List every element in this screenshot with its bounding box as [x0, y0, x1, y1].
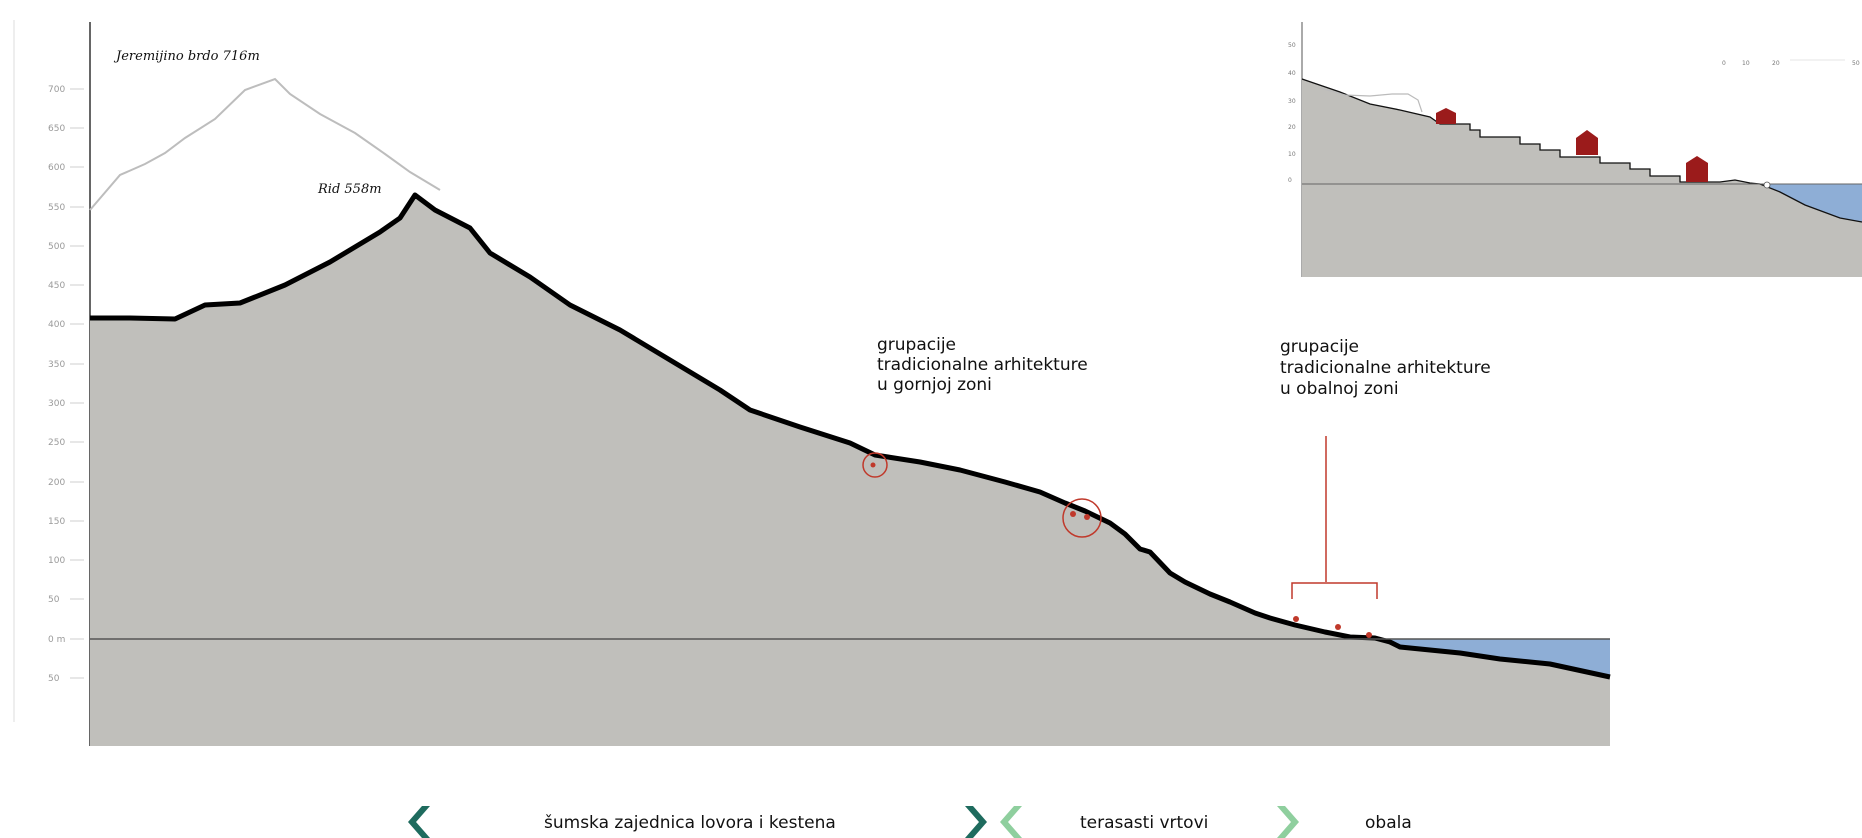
- y-tick: 250: [48, 438, 84, 448]
- y-tick-label: 550: [48, 203, 65, 213]
- settlement-dot: [1366, 632, 1372, 638]
- y-tick-label: 350: [48, 360, 65, 370]
- y-tick-label: 300: [48, 399, 65, 409]
- inset-y-tick-label: 50: [1288, 42, 1296, 49]
- coastal-zone-bracket: [1291, 436, 1378, 599]
- annotation-line: grupacije: [1280, 337, 1359, 357]
- inset-small-marker: [1763, 181, 1771, 189]
- y-tick-label: 650: [48, 124, 65, 134]
- annotation-line: tradicionalne arhitekture: [877, 355, 1088, 375]
- y-tick-label: 50: [48, 674, 60, 684]
- scale-label: 50: [1852, 60, 1860, 67]
- annotation-coastal-zone: grupacije tradicionalne arhitekture u ob…: [1280, 337, 1491, 399]
- zone-label-forest: šumska zajednica lovora i kestena: [544, 813, 836, 833]
- y-tick-label: 100: [48, 556, 65, 566]
- inset-y-tick-label: 0: [1288, 177, 1292, 184]
- annotation-line: u gornjoj zoni: [877, 375, 992, 395]
- y-tick: 350: [48, 360, 84, 370]
- y-tick: 700: [48, 85, 84, 95]
- inset-background-line: [1319, 87, 1423, 113]
- y-tick-label: 500: [48, 242, 65, 252]
- y-tick-label: 150: [48, 517, 65, 527]
- peak-label-rid: Rid 558m: [317, 182, 382, 197]
- inset-y-tick-label: 40: [1288, 70, 1296, 77]
- zone-label-coast: obala: [1365, 813, 1412, 833]
- y-tick: 0 m: [48, 635, 84, 645]
- y-tick-label: 200: [48, 478, 65, 488]
- y-tick: 500: [48, 242, 84, 252]
- inset-sea-area: [1760, 184, 1862, 222]
- settlement-dot: [870, 462, 876, 468]
- house-icon: [1686, 156, 1708, 182]
- y-tick: 300: [48, 399, 84, 409]
- y-axis-ticks: 700 650 600 550 500 450 400 350 300 250 …: [48, 85, 84, 684]
- y-tick: 650: [48, 124, 84, 134]
- y-tick: 50: [48, 595, 84, 605]
- annotation-line: tradicionalne arhitekture: [1280, 358, 1491, 378]
- y-tick: 200: [48, 478, 84, 488]
- y-tick-label: 450: [48, 281, 65, 291]
- annotation-upper-zone: grupacije tradicionalne arhitekture u go…: [877, 335, 1088, 395]
- annotation-line: u obalnoj zoni: [1280, 379, 1399, 399]
- y-tick-label: 600: [48, 163, 65, 173]
- inset-y-tick-label: 30: [1288, 98, 1296, 105]
- y-tick-label: 400: [48, 320, 65, 330]
- y-tick: 150: [48, 517, 84, 527]
- house-icon: [1576, 130, 1598, 155]
- y-tick-label: 250: [48, 438, 65, 448]
- scale-label: 10: [1742, 60, 1750, 67]
- zone-legend: šumska zajednica lovora i kestena terasa…: [408, 806, 1412, 838]
- y-tick-label: 700: [48, 85, 65, 95]
- settlement-dot: [1293, 616, 1299, 622]
- annotation-line: grupacije: [877, 335, 956, 355]
- y-tick: 600: [48, 163, 84, 173]
- upper-zone-marker-circle: [1062, 498, 1102, 538]
- zone-label-terraces: terasasti vrtovi: [1080, 813, 1208, 833]
- chevron-left-icon: [1000, 806, 1022, 838]
- y-tick-label: 50: [48, 595, 60, 605]
- house-icon: [1436, 108, 1456, 124]
- background-ridge-line: [89, 77, 441, 211]
- peak-label-jeremijino: Jeremijino brdo 716m: [113, 49, 260, 64]
- inset-scale-bar: 0 10 20 50: [1722, 59, 1860, 67]
- inset-y-tick-label: 10: [1288, 151, 1296, 158]
- inset-terrain-area: [1302, 79, 1862, 277]
- chevron-right-icon: [965, 806, 987, 838]
- settlement-dot: [1070, 511, 1076, 517]
- y-tick: 550: [48, 203, 84, 213]
- y-tick: 100: [48, 556, 84, 566]
- y-tick: 50: [48, 674, 84, 684]
- y-tick-label: 0 m: [48, 635, 65, 645]
- scale-label: 0: [1722, 60, 1726, 67]
- terrain-area: [90, 195, 1610, 746]
- y-tick: 400: [48, 320, 84, 330]
- chevron-right-icon: [1277, 806, 1299, 838]
- scale-label: 20: [1772, 60, 1780, 67]
- inset-detail-section: 50 40 30 20 10 0 0 10 20 50: [1288, 22, 1862, 277]
- settlement-dot: [1335, 624, 1341, 630]
- inset-y-tick-label: 20: [1288, 124, 1296, 131]
- upper-zone-marker-circle: [862, 452, 888, 478]
- y-tick: 450: [48, 281, 84, 291]
- terrain-profile-line: [90, 192, 1611, 680]
- settlement-dot: [1084, 514, 1090, 520]
- chevron-left-icon: [408, 806, 430, 838]
